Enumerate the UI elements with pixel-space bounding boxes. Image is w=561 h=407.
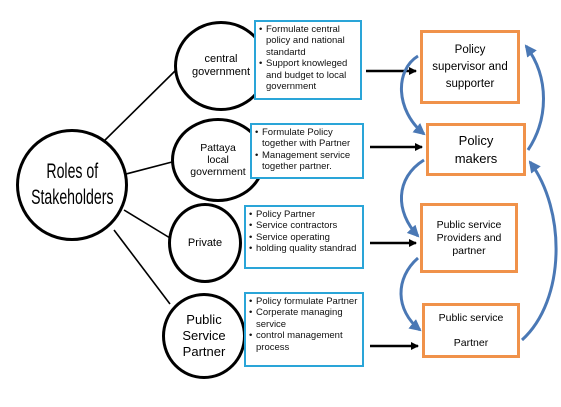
role-public-service-providers-and-partner: Public service Providers and partner xyxy=(420,203,518,273)
stakeholder-name-line: Private xyxy=(187,237,223,249)
curve-supervisor-to-makers xyxy=(399,54,426,136)
stakeholder-name-line: Public xyxy=(186,312,222,327)
stakeholder-name-line: central xyxy=(204,53,238,65)
role-line: Providers and xyxy=(436,231,502,244)
public-service-partner-duties: Policy formulate Partner Corperate manag… xyxy=(244,292,364,367)
curve-right-partner-to-makers xyxy=(520,160,558,342)
main-title-line-2: Stakeholders xyxy=(30,186,114,209)
role-line: partner xyxy=(452,244,486,257)
duty-item: Formulate central policy and national st… xyxy=(259,24,357,58)
duty-item: Service contractors xyxy=(249,220,359,232)
stakeholder-pattaya-local-government: Pattaya local government xyxy=(171,118,265,202)
role-line: Policy xyxy=(458,132,494,148)
duty-item: Management service together partner. xyxy=(255,150,359,173)
role-line: Policy xyxy=(454,43,486,56)
role-line: Public service xyxy=(436,218,502,231)
role-line: supervisor and xyxy=(432,60,508,73)
duty-item: Corperate managing service xyxy=(249,307,359,330)
stakeholder-name-line: local xyxy=(207,154,229,166)
stakeholder-private: Private xyxy=(168,203,242,283)
main-title: Roles of Stakeholders xyxy=(22,159,123,211)
duty-item: Support knowleged and budget to local go… xyxy=(259,58,357,92)
link-public xyxy=(113,229,171,305)
role-public-service-partner: Public service Partner xyxy=(422,303,520,358)
link-pattaya xyxy=(125,161,173,175)
curve-makers-to-providers xyxy=(399,158,425,238)
role-policy-makers: Policy makers xyxy=(426,123,526,176)
duty-item: Policy Partner xyxy=(249,209,359,221)
central-government-duties: Formulate central policy and national st… xyxy=(254,20,362,100)
stakeholder-name-line: Pattaya xyxy=(200,142,236,154)
role-line: makers xyxy=(454,150,498,166)
role-line: Partner xyxy=(453,336,489,349)
duty-item: Policy formulate Partner xyxy=(249,296,359,308)
stakeholder-name-line: government xyxy=(191,66,251,78)
stakeholder-name-line: Service xyxy=(182,328,226,343)
private-duties: Policy Partner Service contractors Servi… xyxy=(244,205,364,269)
link-private xyxy=(123,209,171,239)
duty-item: Formulate Policy together with Partner xyxy=(255,127,359,150)
role-line: supporter xyxy=(445,77,495,90)
link-central xyxy=(99,69,177,146)
stakeholder-name-line: government xyxy=(190,166,246,178)
curve-right-makers-to-supervisor xyxy=(524,44,545,151)
duty-item: holding quality standrad xyxy=(249,243,359,255)
stakeholder-name-line: Partner xyxy=(182,344,226,359)
main-title-line-1: Roles of xyxy=(46,160,98,183)
duty-item: Service operating xyxy=(249,232,359,244)
curve-providers-to-partner xyxy=(399,256,422,332)
role-line: Public service xyxy=(438,311,504,324)
roles-of-stakeholders-circle: Roles of Stakeholders xyxy=(16,129,128,241)
duty-item: control management process xyxy=(249,330,359,353)
pattaya-local-government-duties: Formulate Policy together with Partner M… xyxy=(250,123,364,179)
role-policy-supervisor-and-supporter: Policy supervisor and supporter xyxy=(420,30,520,104)
stakeholder-public-service-partner: Public Service Partner xyxy=(162,293,246,379)
